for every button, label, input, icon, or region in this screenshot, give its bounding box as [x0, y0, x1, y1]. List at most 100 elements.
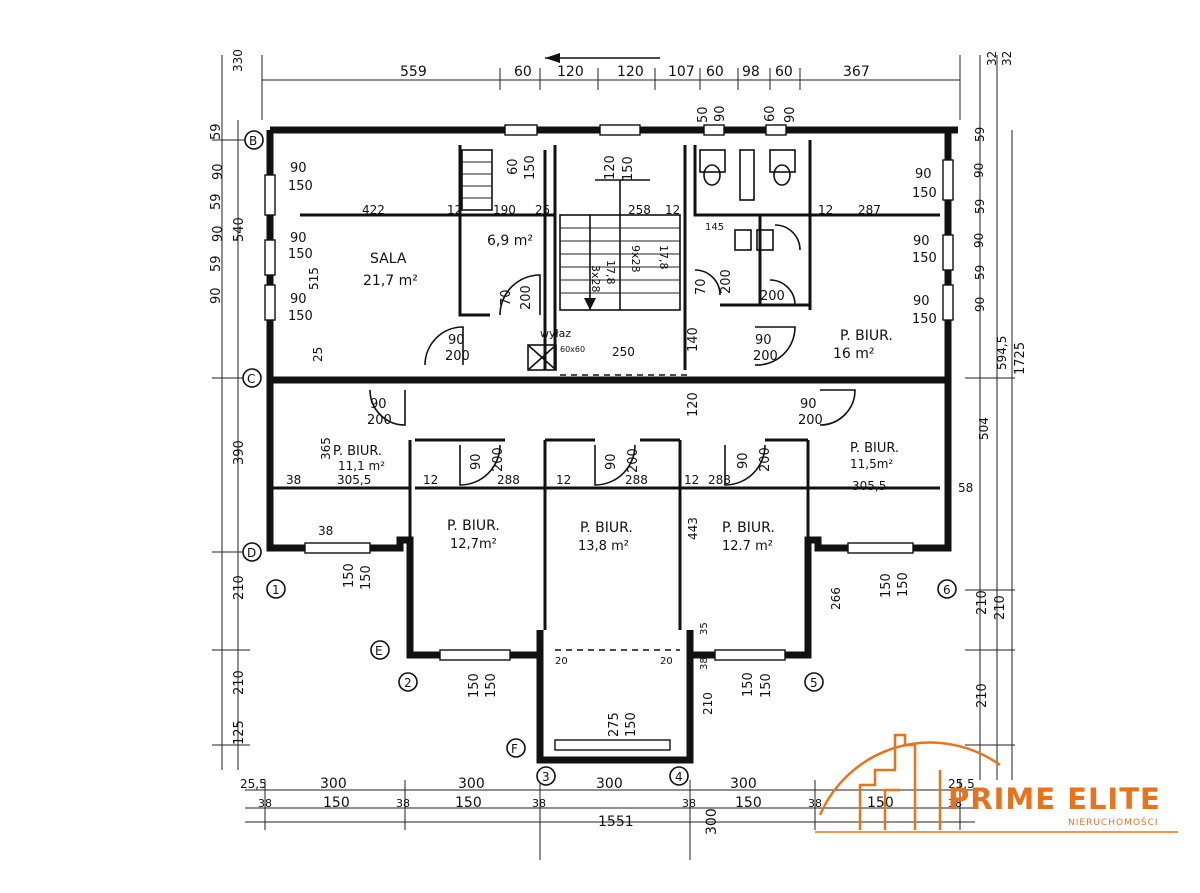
room-3-area: 16 m² [833, 346, 875, 362]
dim-38c: 38 [699, 657, 710, 670]
win-r1-h: 150 [912, 186, 937, 201]
dim-bot2-1: 150 [323, 795, 350, 811]
dim-left-4: 90 [211, 225, 226, 242]
dim-top-5: 60 [706, 64, 724, 80]
door-wc-top-3: 60 [763, 105, 778, 122]
logo-arc [818, 741, 1001, 816]
windows [264, 124, 954, 751]
dim-288b: 288 [625, 473, 648, 487]
dim-left-5: 540 [232, 217, 247, 242]
axis-f: F [511, 742, 518, 756]
dim-right-12: 210 [975, 683, 990, 708]
win-top-2-w: 60 [506, 158, 521, 175]
dim-top-0: 559 [400, 64, 427, 80]
dim-right-9: 1725 [1013, 342, 1028, 375]
win-b1-h: 150 [359, 565, 374, 590]
dim-right-10: 210 [975, 590, 990, 615]
dim-20a: 20 [555, 656, 568, 667]
door-7-w: 90 [604, 453, 619, 470]
roof-hatch: wyłaz 60x60 [527, 327, 585, 371]
dim-bot2-2: 38 [396, 797, 410, 810]
dim-bot2-5: 38 [682, 797, 696, 810]
door-7-h: 200 [626, 448, 641, 473]
win-b2-h: 150 [484, 673, 499, 698]
dim-right-7: 90 [973, 297, 987, 312]
dim-left-3: 59 [209, 193, 224, 210]
dim-bot1-1: 300 [320, 776, 347, 792]
dim-12c: 12 [818, 203, 833, 217]
wc-fixtures [699, 149, 796, 251]
dim-top-7: 60 [775, 64, 793, 80]
dim-58: 58 [958, 481, 973, 495]
dim-top-8: 367 [843, 64, 870, 80]
room-4-area: 11,1 m² [338, 459, 385, 473]
dim-38-l: 38 [286, 473, 301, 487]
win-l2-w: 90 [290, 231, 307, 246]
dim-12a: 12 [447, 203, 462, 217]
door-4-w: 90 [800, 397, 817, 412]
dim-bot2-8: 150 [867, 795, 894, 811]
door-wc-2: 200 [760, 289, 785, 304]
door-1-h: 200 [445, 349, 470, 364]
dim-20b: 20 [660, 656, 673, 667]
door-1-w: 90 [448, 333, 465, 348]
door-5-h: 200 [519, 285, 534, 310]
dim-right-4: 59 [973, 199, 987, 214]
dim-top-1: 60 [514, 64, 532, 80]
axis-4: 4 [675, 770, 683, 784]
dim-38-b: 38 [318, 524, 333, 538]
win-r1-w: 90 [915, 167, 932, 182]
axis-3: 3 [542, 770, 550, 784]
dim-288a: 288 [497, 473, 520, 487]
door-wc-top-1: 50 [696, 106, 711, 123]
win-b3-h: 150 [624, 712, 639, 737]
dim-right-2: 59 [973, 127, 987, 142]
dim-bot1-3: 300 [596, 776, 623, 792]
brand-logo: PRIME ELITE NIERUCHOMOŚCI [815, 733, 1178, 833]
dim-left-8: 390 [232, 440, 247, 465]
room-7-area: 13,8 m² [578, 539, 629, 554]
dim-250: 250 [612, 345, 635, 359]
win-b2-w: 150 [467, 673, 482, 698]
win-b1-w: 150 [342, 563, 357, 588]
room-2-area: 6,9 m² [487, 233, 533, 249]
dim-422: 422 [362, 203, 385, 217]
door-8-w: 90 [736, 452, 751, 469]
dim-288c: 288 [708, 473, 731, 487]
room-5-name: P. BIUR. [850, 441, 899, 456]
win-l3-h: 150 [288, 309, 313, 324]
opening-labels: 90 150 90 150 90 150 90 150 90 150 90 15… [288, 105, 937, 737]
dim-266: 266 [829, 587, 843, 610]
stair-label-3: 9x28 [629, 245, 642, 273]
axis-e: E [375, 644, 383, 658]
brand-tagline: NIERUCHOMOŚCI [1068, 816, 1159, 828]
dim-right-3: 90 [972, 163, 986, 178]
dim-left-2: 90 [211, 163, 226, 180]
room-8-name: P. BIUR. [722, 520, 775, 536]
dim-bot1-5: 25,5 [948, 777, 975, 791]
door-8-h: 200 [758, 447, 773, 472]
dim-365: 365 [319, 437, 333, 460]
dim-left-1: 59 [209, 123, 224, 140]
inner-dimensions: 422 12 190 25 258 12 12 287 515 25 250 3… [286, 203, 991, 715]
room-sala-area: 21,7 m² [363, 273, 418, 289]
win-b3-w: 275 [607, 712, 622, 737]
stair-label-1: 3x28 [589, 265, 602, 293]
dim-right-8: 594,5 [995, 336, 1009, 370]
axis-1: 1 [272, 583, 280, 597]
dim-bot2-9: 38 [948, 797, 962, 810]
dim-top-4: 107 [668, 64, 695, 80]
dim-258: 258 [628, 203, 651, 217]
axis-b: B [249, 134, 257, 148]
room-5-area: 11,5m² [850, 457, 893, 471]
room-sala-name: SALA [370, 251, 407, 267]
dim-left-10: 210 [232, 670, 247, 695]
room-6-name: P. BIUR. [447, 518, 500, 534]
dim-bot1-4: 300 [730, 776, 757, 792]
logo-buildings [858, 733, 942, 830]
room-7-name: P. BIUR. [580, 520, 633, 536]
dim-12d: 12 [423, 473, 438, 487]
door-4-h: 200 [798, 413, 823, 428]
dim-3055-r: 305,5 [852, 479, 886, 493]
dim-12e: 12 [556, 473, 571, 487]
